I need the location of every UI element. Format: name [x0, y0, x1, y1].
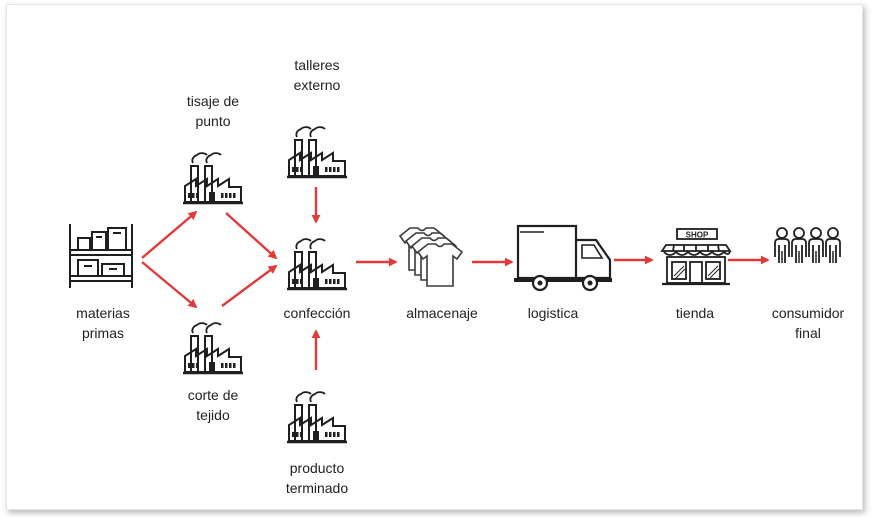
label-knitting: tisaje de punto — [186, 93, 240, 129]
arrow-raw-to-cutting — [141, 261, 198, 309]
shop-icon: SHOP — [660, 228, 732, 286]
tshirts-icon — [399, 227, 463, 287]
factory-icon — [285, 125, 349, 179]
shop-sign: SHOP — [686, 231, 709, 240]
label-warehousing: almacenaje — [406, 305, 478, 321]
label-logistics: logistica — [527, 305, 579, 321]
label-raw-materials: materias primas — [76, 305, 130, 341]
shelf-boxes-icon — [69, 224, 133, 288]
factory-icon — [285, 390, 349, 444]
arrows — [141, 187, 770, 370]
factory-icon — [181, 151, 245, 205]
factory-icon — [285, 237, 349, 291]
label-fabric-cutting: corte de tejido — [187, 387, 239, 423]
arrow-cutting-to-manufacturing — [221, 264, 278, 307]
label-external-workshops: talleres externo — [293, 57, 341, 93]
arrow-knitting-to-manufacturing — [225, 212, 278, 260]
label-finished-product: producto terminado — [285, 460, 349, 496]
factory-icon — [181, 321, 245, 375]
label-consumer: consumidor final — [771, 305, 845, 341]
people-icon — [774, 227, 841, 264]
label-store: tienda — [675, 305, 715, 321]
label-manufacturing: confección — [283, 305, 351, 321]
arrow-raw-to-knitting — [141, 210, 198, 259]
truck-icon — [514, 224, 612, 292]
